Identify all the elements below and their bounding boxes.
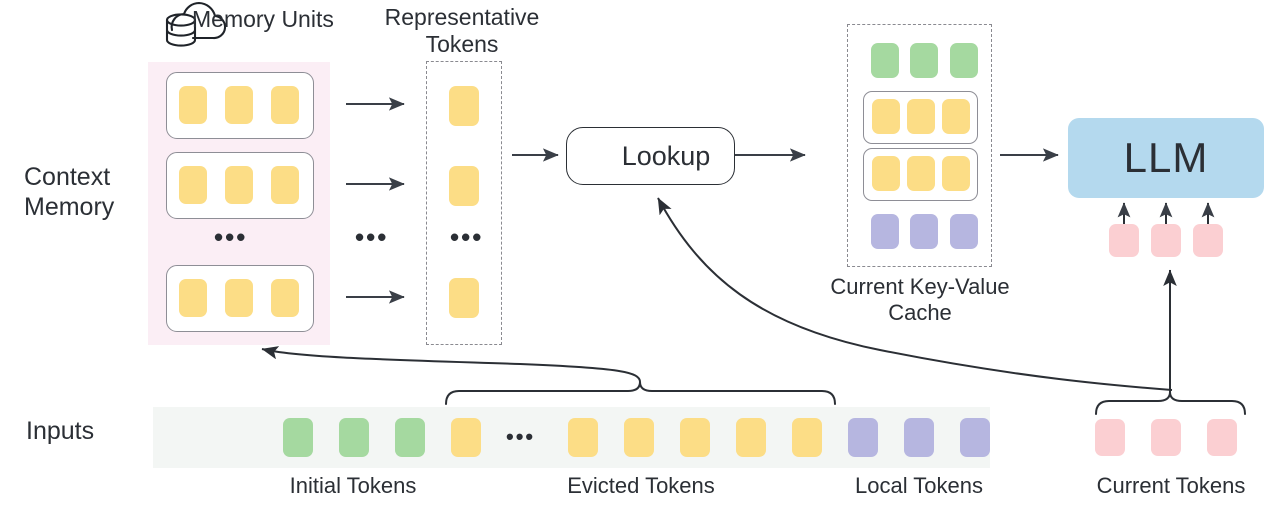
input-sequence-ellipsis: ••• <box>506 424 536 449</box>
kv-token-green <box>871 43 899 78</box>
input-token-evicted <box>451 418 481 457</box>
input-token-initial <box>395 418 425 457</box>
current-tokens-to-llm-arrows <box>1117 202 1215 224</box>
memory-unit-n[interactable] <box>166 265 314 332</box>
memory-token <box>179 86 207 124</box>
kv-token-yellow <box>872 156 900 191</box>
evicted-tokens-brace <box>445 381 836 405</box>
lookup-button[interactable]: Lookup <box>566 127 735 185</box>
input-token-evicted <box>792 418 822 457</box>
kv-row-local <box>871 214 978 254</box>
input-token-evicted <box>624 418 654 457</box>
kv-row-retrieved-1 <box>863 91 978 144</box>
llm-input-token <box>1109 224 1139 257</box>
input-token-local <box>904 418 934 457</box>
input-token-local <box>848 418 878 457</box>
arrow-column-ellipsis: ••• <box>355 222 389 252</box>
memory-to-representative-arrows <box>346 97 405 304</box>
current-token <box>1095 419 1125 456</box>
memory-token <box>271 279 299 317</box>
cloud-database-icon <box>165 1 227 47</box>
input-token-evicted <box>568 418 598 457</box>
kv-token-green <box>949 43 978 78</box>
llm-block[interactable]: LLM <box>1068 118 1264 198</box>
memory-token <box>179 279 207 317</box>
kv-token-purple <box>871 214 899 249</box>
memory-unit-1[interactable] <box>166 72 314 139</box>
kv-token-yellow <box>907 99 935 134</box>
representative-token <box>449 166 479 206</box>
kv-token-yellow <box>872 99 900 134</box>
current-token <box>1151 419 1181 456</box>
lookup-label: Lookup <box>621 140 711 171</box>
kv-token-yellow <box>942 99 970 134</box>
representative-token <box>449 278 479 318</box>
input-token-local <box>960 418 990 457</box>
input-token-evicted <box>680 418 710 457</box>
kv-token-purple <box>910 214 939 249</box>
current-token <box>1207 419 1237 456</box>
input-token-evicted <box>736 418 766 457</box>
memory-token <box>225 279 253 317</box>
memory-token <box>225 166 253 204</box>
evicted-tokens-caption: Evicted Tokens <box>567 473 715 498</box>
current-kv-cache-box <box>847 24 992 267</box>
current-tokens-caption: Current Tokens <box>1096 473 1246 498</box>
representative-tokens-ellipsis: ••• <box>450 222 484 252</box>
llm-input-token <box>1151 224 1181 257</box>
kv-token-yellow <box>907 156 935 191</box>
input-token-initial <box>339 418 369 457</box>
memory-unit-2[interactable] <box>166 152 314 219</box>
local-tokens-caption: Local Tokens <box>854 473 983 498</box>
memory-units-ellipsis: ••• <box>214 222 248 252</box>
current-tokens-to-lookup-curve <box>657 197 1173 391</box>
input-token-initial <box>283 418 313 457</box>
memory-token <box>271 166 299 204</box>
memory-units-label: Memory Units <box>192 6 334 32</box>
memory-token <box>225 86 253 124</box>
inputs-label: Inputs <box>26 417 95 445</box>
kv-row-initial <box>871 43 978 83</box>
current-tokens-brace <box>1095 391 1246 415</box>
kv-token-yellow <box>942 156 970 191</box>
kv-token-purple <box>949 214 978 249</box>
llm-label: LLM <box>1123 134 1209 181</box>
memory-token <box>179 166 207 204</box>
memory-token <box>271 86 299 124</box>
kv-row-retrieved-2 <box>863 148 978 201</box>
initial-tokens-caption: Initial Tokens <box>289 473 417 498</box>
llm-input-token <box>1193 224 1223 257</box>
kv-token-green <box>910 43 939 78</box>
evicted-to-context-memory-curve <box>261 346 641 383</box>
representative-tokens-box <box>426 61 502 345</box>
representative-token <box>449 86 479 126</box>
